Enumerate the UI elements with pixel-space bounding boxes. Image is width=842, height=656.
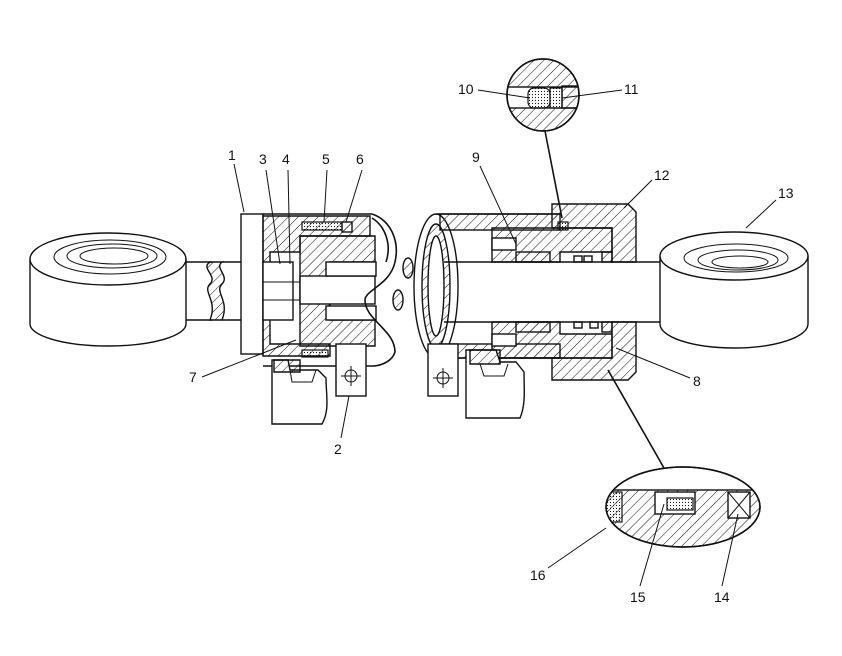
callout-10: 10 [458,81,474,97]
base-mount [271,359,328,425]
piston-rod [444,251,668,333]
cylinder-base [240,213,414,367]
callout-16: 16 [530,567,546,583]
callout-12: 12 [654,167,670,183]
left-rod-eye [29,232,187,347]
callout-6: 6 [356,151,364,167]
detail-circle-top [506,58,580,219]
callout-1: 1 [228,147,236,163]
callout-2: 2 [334,441,342,457]
right-rod-eye [659,231,809,349]
callout-7: 7 [189,369,197,385]
left-stub [186,261,243,321]
leader-lines [201,89,777,587]
port-block-right [427,343,526,419]
callout-11: 11 [624,81,639,97]
callout-15: 15 [630,589,646,605]
callout-4: 4 [282,151,290,167]
callout-labels: 1 2 3 4 5 6 7 8 9 10 11 12 13 14 15 16 [189,81,794,605]
port-block-left [335,343,367,397]
callout-14: 14 [714,589,730,605]
detail-circle-bottom [605,369,761,548]
callout-3: 3 [259,151,267,167]
callout-9: 9 [472,149,480,165]
callout-5: 5 [322,151,330,167]
callout-13: 13 [778,185,794,201]
callout-8: 8 [693,373,701,389]
